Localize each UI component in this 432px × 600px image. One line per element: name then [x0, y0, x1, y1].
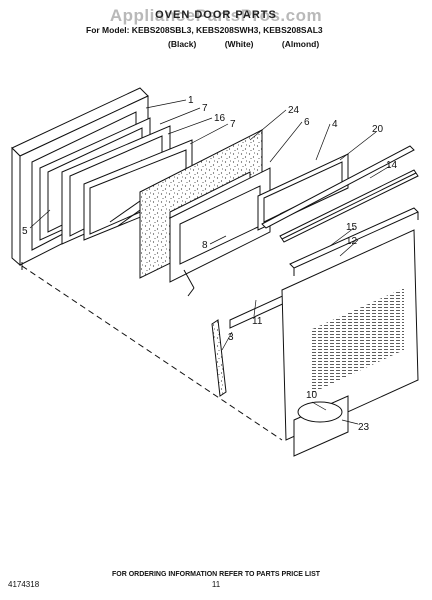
- part-top-trim: [261, 145, 415, 229]
- callout-12: 12: [346, 236, 358, 247]
- part-handle: [289, 207, 419, 276]
- callout-16: 16: [214, 113, 226, 124]
- callout-6: 6: [304, 117, 310, 128]
- part-liner: [169, 167, 271, 297]
- callout-23: 23: [358, 422, 370, 433]
- color-almond: (Almond): [281, 39, 320, 49]
- callout-1: 1: [188, 95, 194, 106]
- callout-10: 10: [306, 390, 318, 401]
- page-title: OVEN DOOR PARTS: [155, 9, 277, 21]
- callout-8: 8: [202, 240, 208, 251]
- part-top-channel: [279, 169, 419, 243]
- page-number: 11: [211, 580, 221, 589]
- part-side-strip: [211, 319, 227, 397]
- callout-11: 11: [252, 316, 263, 327]
- part-outer-panel: [281, 229, 419, 457]
- callout-24: 24: [288, 105, 300, 116]
- color-black: (Black): [168, 39, 197, 49]
- callout-4: 4: [332, 119, 338, 130]
- watermark: AppliancePartsPros.com: [109, 6, 323, 25]
- callout-5: 5: [22, 226, 28, 237]
- exploded-diagram: 1 7 16 7 24 6 4 20 14 5 8 15 12 11 3 10 …: [11, 87, 419, 457]
- callout-7b: 7: [230, 119, 236, 130]
- ordering-note: FOR ORDERING INFORMATION REFER TO PARTS …: [111, 571, 321, 578]
- page-header: AppliancePartsPros.com OVEN DOOR PARTS F…: [0, 0, 432, 60]
- color-white: (White): [224, 39, 254, 49]
- callout-7a: 7: [202, 103, 208, 114]
- color-variants: (Black) (White) (Almond): [168, 39, 345, 49]
- callout-3: 3: [228, 332, 234, 343]
- callout-20: 20: [372, 124, 384, 135]
- model-line: For Model: KEBS208SBL3, KEBS208SWH3, KEB…: [86, 25, 323, 35]
- document-number: 4174318: [8, 580, 40, 589]
- callout-15: 15: [346, 222, 358, 233]
- callout-14: 14: [386, 160, 398, 171]
